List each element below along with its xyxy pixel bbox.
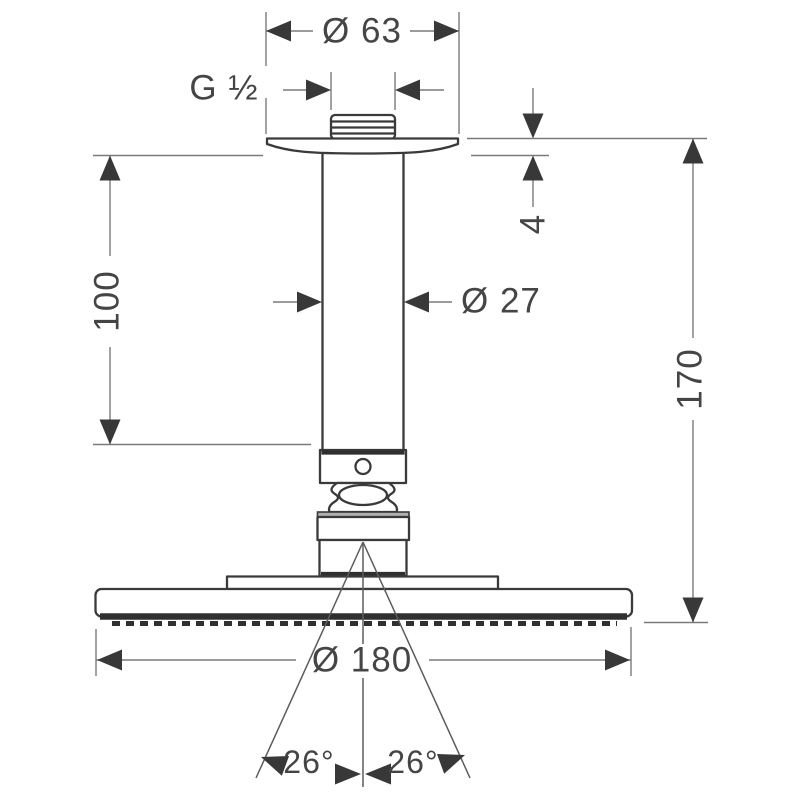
dim-head-diameter: Ø 180: [95, 627, 632, 680]
swivel-nut: [316, 515, 411, 542]
dim-thread-size: G ½: [189, 69, 444, 110]
arrowhead: [522, 113, 544, 139]
arrowhead: [297, 291, 322, 313]
arrowhead: [97, 649, 122, 671]
arrowhead: [682, 597, 704, 623]
screw-hole: [354, 457, 372, 476]
arrowhead: [266, 20, 291, 42]
dim-label-flange-height: 4: [514, 214, 553, 234]
dim-flange-diameter: Ø 63: [265, 12, 460, 134]
dim-flange-height: 4: [467, 88, 707, 234]
dim-label-overall-height: 170: [671, 348, 710, 409]
ceiling-plate: [265, 137, 460, 155]
arrowhead: [605, 649, 630, 671]
arrowhead: [306, 79, 331, 101]
arrowhead: [434, 20, 459, 42]
dim-label-head-diameter: Ø 180: [312, 641, 412, 680]
arrowhead: [682, 138, 704, 164]
dim-arm-length: 100: [88, 154, 311, 446]
arrowhead: [436, 754, 465, 774]
arrowhead: [335, 763, 361, 785]
shower-arm-pipe: [321, 153, 405, 450]
arrowhead: [365, 763, 391, 785]
ball-joint: [327, 481, 399, 514]
spray-line-right: [362, 541, 471, 779]
dim-spray-angles: 26° 26°: [261, 744, 465, 785]
arrowhead: [99, 155, 121, 181]
dim-label-spray-angle-left: 26°: [283, 744, 334, 780]
arrowhead: [404, 291, 429, 313]
dim-label-arm-length: 100: [88, 270, 127, 331]
arrowhead: [522, 155, 544, 181]
dim-label-arm-diameter: Ø 27: [461, 282, 541, 321]
arrowhead: [99, 419, 121, 445]
ball-joint-ball: [337, 483, 389, 507]
dim-overall-height: 170: [644, 138, 710, 624]
collar-block: [318, 448, 408, 485]
arrowhead: [395, 79, 420, 101]
spray-cone: [255, 541, 471, 787]
dim-label-spray-angle-right: 26°: [387, 744, 438, 780]
dim-label-thread-size: G ½: [189, 69, 258, 108]
dim-label-flange-diameter: Ø 63: [322, 12, 402, 51]
spray-line-left: [255, 541, 364, 779]
arrowhead: [261, 756, 290, 776]
thread-connector: [329, 113, 397, 141]
dim-arm-diameter: Ø 27: [273, 282, 541, 321]
